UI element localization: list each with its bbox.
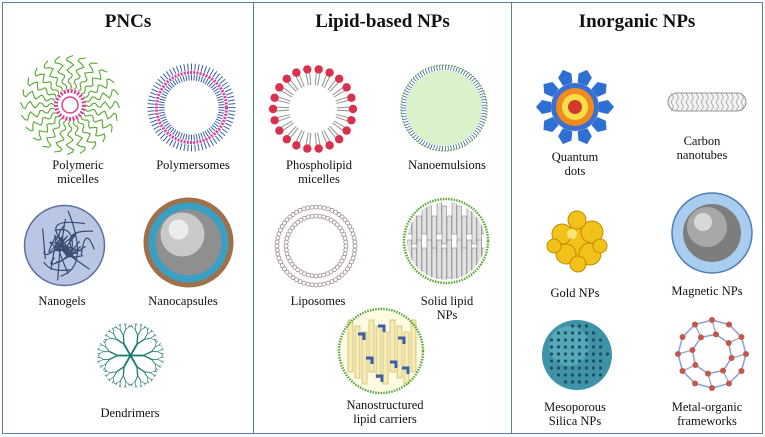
label-carbon-nanotubes: Carbon nanotubes [676,134,728,162]
panel-title-inorganic-nps: Inorganic NPs [578,11,696,32]
nanocapsules-icon [143,197,234,288]
label-phospholipid-micelles: Phospholipid micelles [286,158,352,186]
label-polymeric-micelles: Polymeric micelles [52,158,104,186]
label-quantum-dots: Quantum dots [551,150,599,178]
label-nanogels: Nanogels [38,294,86,308]
label-liposomes: Liposomes [290,294,346,308]
label-solid-lipid-nps: Solid lipid NPs [420,294,474,322]
panel-title-lipid-based-nps: Lipid-based NPs [315,11,450,32]
label-polymersomes: Polymersomes [156,158,230,172]
metal-organic-frameworks-icon [675,317,749,391]
gold-nps-icon [546,210,608,273]
carbon-nanotubes-icon [667,92,747,112]
solid-lipid-nps-icon [402,197,490,285]
liposomes-icon [274,204,358,288]
label-nanostructured-lipid-carriers: Nanostructured lipid carriers [346,398,424,426]
label-gold-nps: Gold NPs [550,286,600,300]
magnetic-nps-icon [671,192,753,274]
polymeric-micelles-icon [19,54,121,156]
nanoemulsions-icon [400,64,488,152]
quantum-dots-icon [536,69,614,145]
label-nanoemulsions: Nanoemulsions [408,158,486,172]
label-mesoporous-silica-nps: Mesoporous Silica NPs [544,400,606,428]
label-nanocapsules: Nanocapsules [148,294,218,308]
mesoporous-silica-nps-icon [542,320,612,390]
label-metal-organic-frameworks: Metal-organic frameworks [671,400,743,428]
phospholipid-micelles-icon [268,65,358,153]
dendrimers-icon [97,323,164,388]
label-dendrimers: Dendrimers [100,406,160,420]
nanogels-icon [23,204,106,287]
nanostructured-lipid-carriers-icon [337,307,425,395]
polymersomes-icon [147,63,236,152]
panel-inorganic-nps: Inorganic NPs [511,2,763,434]
panel-title-pncs: PNCs [104,11,152,32]
label-magnetic-nps: Magnetic NPs [671,284,743,298]
